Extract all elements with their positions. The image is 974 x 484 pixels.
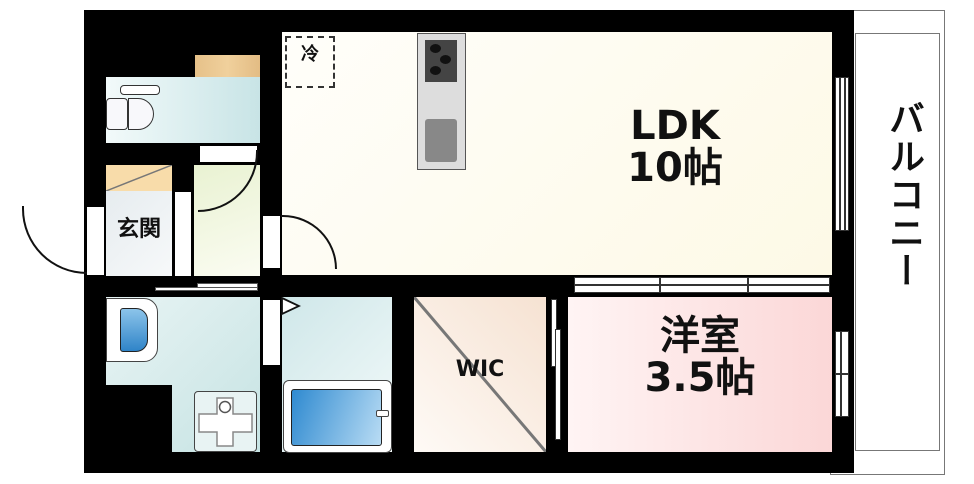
bath-door-arrow-icon: [281, 297, 301, 316]
washroom-sliding-door[interactable]: [155, 283, 258, 291]
washing-machine-icon: [194, 391, 257, 452]
ldk-label: LDK 10帖: [600, 105, 750, 189]
front-door-frame: [87, 207, 104, 275]
room-wic[interactable]: [414, 297, 546, 452]
ldk-size: 10帖: [627, 145, 723, 191]
toilet-control-panel: [120, 85, 160, 95]
bath-door-frame: [263, 300, 280, 365]
wic-label: WIC: [455, 357, 505, 382]
front-door-swing[interactable]: [22, 206, 87, 274]
stove-icon: [425, 40, 457, 82]
fridge-space: [285, 36, 335, 88]
room-hall[interactable]: [194, 165, 260, 276]
hall-door-frame: [200, 146, 257, 162]
shoe-closet: [106, 165, 172, 191]
bathtub-icon: [283, 380, 392, 453]
western-size: 3.5帖: [644, 355, 756, 401]
washbasin-icon: [106, 298, 158, 362]
balcony-inner: [855, 33, 940, 451]
entrance-inner-door-frame: [175, 192, 191, 276]
ldk-name: LDK: [630, 103, 720, 149]
toilet-icon: [106, 96, 156, 132]
balcony-label: バルコニー: [883, 100, 924, 290]
western-label: 洋室 3.5帖: [625, 315, 775, 399]
western-name: 洋室: [660, 313, 740, 359]
sink-icon: [425, 119, 457, 162]
western-balcony-window[interactable]: [835, 331, 849, 417]
entrance-label: 玄関: [116, 217, 161, 242]
washroom-notch: [106, 385, 172, 452]
room-western[interactable]: [568, 297, 832, 452]
room-entrance[interactable]: [106, 191, 172, 276]
ldk-balcony-window[interactable]: [835, 77, 849, 231]
fridge-label: 冷: [301, 44, 319, 65]
wic-sliding-door[interactable]: [551, 299, 563, 441]
western-sliding-door[interactable]: [574, 277, 830, 295]
wood-shelf: [195, 55, 260, 77]
ldk-door-frame: [263, 216, 280, 268]
room-ldk[interactable]: [282, 32, 832, 275]
